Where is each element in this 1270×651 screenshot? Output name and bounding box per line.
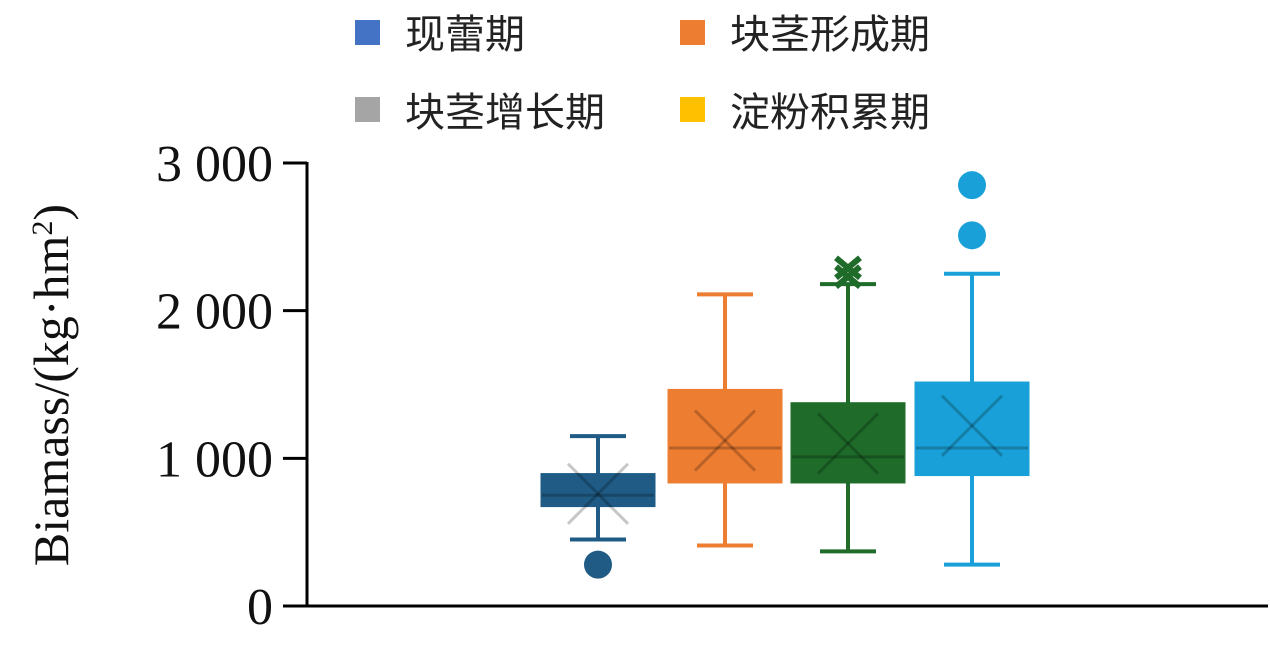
box-group-2	[790, 255, 906, 554]
legend-swatch-2	[355, 97, 380, 122]
y-tick-label: 3 000	[156, 136, 273, 193]
box-body	[790, 402, 906, 484]
box-mean-marker-b	[693, 409, 757, 472]
y-axis-label-main: Biamass/(kg·hm	[23, 235, 79, 566]
box-mean-marker-b	[816, 412, 880, 475]
axes: 0 1 000 2 000 3 000	[156, 136, 1268, 636]
legend-swatch-3	[680, 97, 705, 122]
box-outlier	[834, 255, 862, 281]
box-body	[667, 388, 783, 484]
box-mean-marker-a	[566, 462, 630, 525]
legend-swatch-0	[355, 20, 380, 45]
legend: 现蕾期 块茎形成期 块茎增长期 淀粉积累期	[355, 12, 930, 136]
y-axis-label-close: )	[23, 204, 79, 221]
y-axis-label: Biamass/(kg·hm2)	[23, 204, 79, 566]
box-outlier	[584, 550, 612, 579]
box-group-0	[540, 434, 656, 579]
plot-area	[540, 171, 1030, 579]
box-body	[914, 381, 1030, 477]
legend-label-1: 块茎形成期	[730, 12, 930, 58]
box-group-3	[914, 171, 1030, 567]
box-outlier	[958, 171, 986, 200]
box-outlier	[834, 264, 862, 290]
legend-label-3: 淀粉积累期	[730, 90, 930, 136]
legend-label-2: 块茎增长期	[405, 90, 605, 136]
box-body	[540, 473, 656, 508]
legend-label-0: 现蕾期	[405, 12, 525, 58]
box-mean-marker-a	[940, 394, 1004, 457]
box-mean-marker-a	[816, 412, 880, 475]
y-tick-label: 1 000	[156, 431, 273, 488]
y-tick-label: 2 000	[156, 284, 273, 341]
box-mean-marker-b	[566, 462, 630, 525]
legend-swatch-1	[680, 20, 705, 45]
y-tick-label: 0	[247, 579, 273, 636]
box-mean-marker-a	[693, 409, 757, 472]
box-mean-marker-b	[940, 394, 1004, 457]
box-group-1	[667, 292, 783, 548]
y-axis-label-sup: 2	[26, 221, 59, 236]
box-outlier	[958, 221, 986, 250]
